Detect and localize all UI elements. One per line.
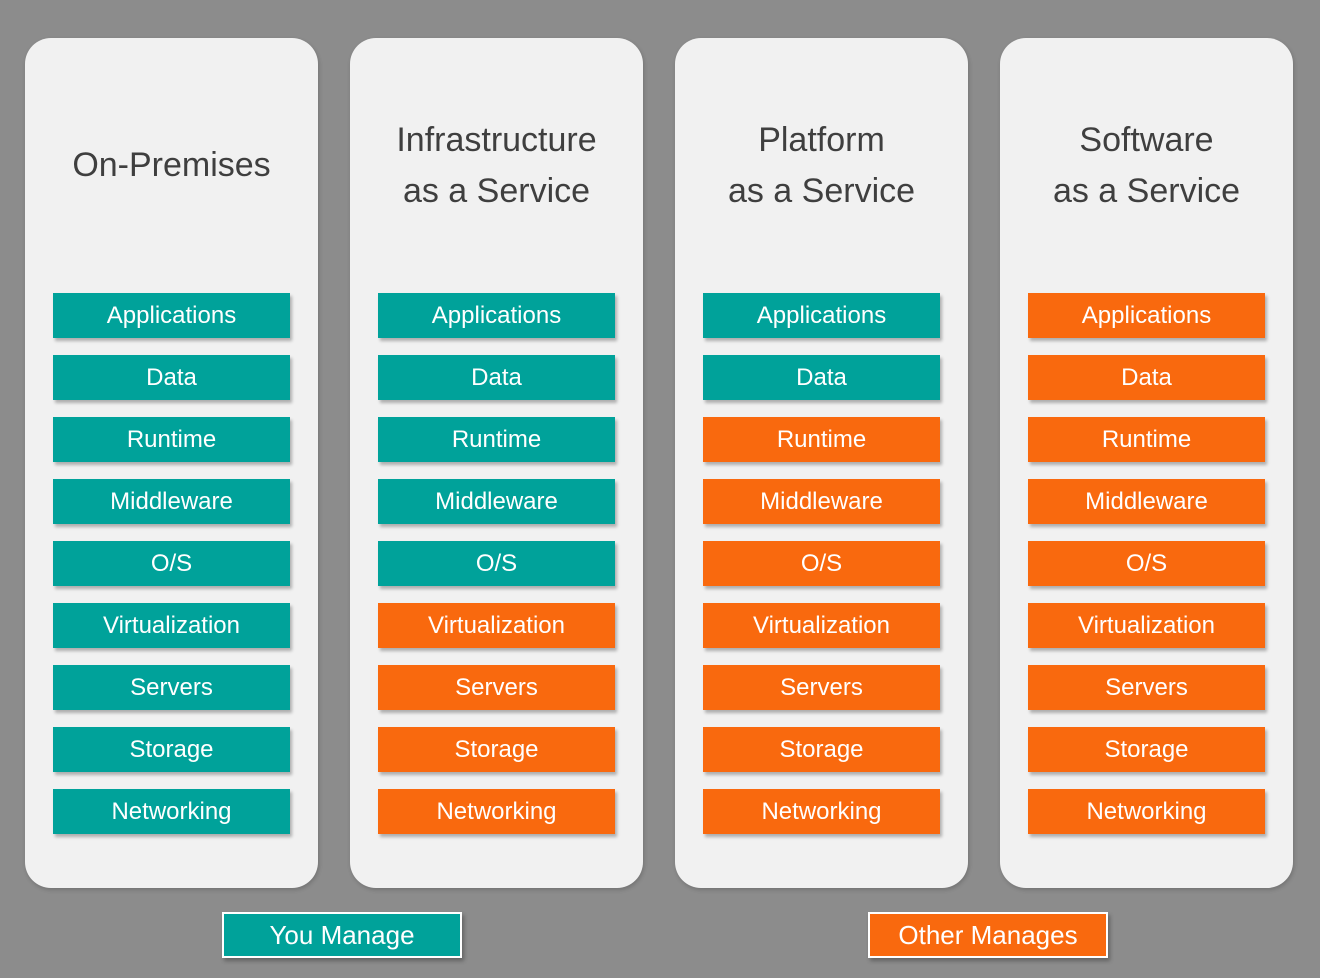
layer-paas-servers: Servers: [703, 665, 940, 710]
layer-paas-storage: Storage: [703, 727, 940, 772]
layer-on-premises-middleware: Middleware: [53, 479, 290, 524]
layer-iaas-storage: Storage: [378, 727, 615, 772]
layer-paas-middleware: Middleware: [703, 479, 940, 524]
layer-saas-data: Data: [1028, 355, 1265, 400]
card-title-saas: Software as a Service: [1028, 38, 1265, 293]
layer-saas-servers: Servers: [1028, 665, 1265, 710]
card-title-line: as a Service: [727, 171, 916, 210]
layer-paas-applications: Applications: [703, 293, 940, 338]
layer-paas-virtualization: Virtualization: [703, 603, 940, 648]
layer-paas-os: O/S: [703, 541, 940, 586]
card-title-line: On-Premises: [72, 146, 271, 184]
layer-on-premises-storage: Storage: [53, 727, 290, 772]
legend-you-manage: You Manage: [222, 912, 462, 958]
card-title-line: as a Service: [402, 171, 591, 210]
layer-saas-applications: Applications: [1028, 293, 1265, 338]
card-title-on-premises: On-Premises: [53, 38, 290, 293]
layer-saas-virtualization: Virtualization: [1028, 603, 1265, 648]
card-title-line: Platform: [758, 120, 885, 159]
layer-iaas-applications: Applications: [378, 293, 615, 338]
layer-on-premises-applications: Applications: [53, 293, 290, 338]
layer-paas-data: Data: [703, 355, 940, 400]
layer-iaas-virtualization: Virtualization: [378, 603, 615, 648]
layer-iaas-os: O/S: [378, 541, 615, 586]
layer-saas-os: O/S: [1028, 541, 1265, 586]
layer-iaas-servers: Servers: [378, 665, 615, 710]
layer-on-premises-networking: Networking: [53, 789, 290, 834]
layer-paas-networking: Networking: [703, 789, 940, 834]
layer-on-premises-data: Data: [53, 355, 290, 400]
layer-on-premises-os: O/S: [53, 541, 290, 586]
legend-other-manages: Other Manages: [868, 912, 1108, 958]
layer-on-premises-servers: Servers: [53, 665, 290, 710]
layer-paas-runtime: Runtime: [703, 417, 940, 462]
layer-saas-storage: Storage: [1028, 727, 1265, 772]
card-title-paas: Platform as a Service: [703, 38, 940, 293]
card-title-line: as a Service: [1052, 171, 1241, 210]
card-title-iaas: Infrastructure as a Service: [378, 38, 615, 293]
layer-saas-middleware: Middleware: [1028, 479, 1265, 524]
layer-on-premises-runtime: Runtime: [53, 417, 290, 462]
layer-saas-runtime: Runtime: [1028, 417, 1265, 462]
layer-iaas-runtime: Runtime: [378, 417, 615, 462]
layer-iaas-data: Data: [378, 355, 615, 400]
card-title-line: Software: [1079, 120, 1214, 159]
card-title-line: Infrastructure: [396, 120, 597, 159]
layer-iaas-middleware: Middleware: [378, 479, 615, 524]
layer-iaas-networking: Networking: [378, 789, 615, 834]
layer-on-premises-virtualization: Virtualization: [53, 603, 290, 648]
layer-saas-networking: Networking: [1028, 789, 1265, 834]
